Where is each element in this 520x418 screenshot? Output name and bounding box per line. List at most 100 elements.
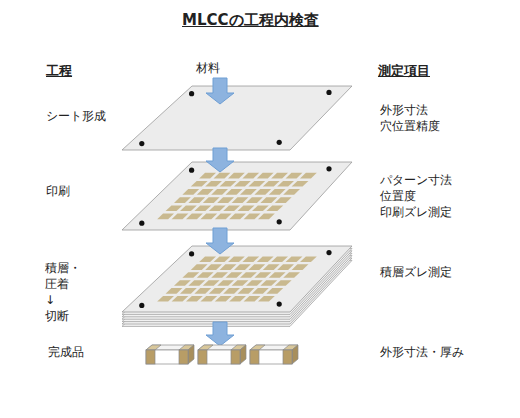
electrode-pattern (283, 189, 300, 195)
electrode-pattern (205, 181, 222, 187)
electrode-pattern (194, 288, 211, 294)
electrode-pattern (254, 272, 271, 278)
electrode-pattern (242, 256, 259, 262)
electrode-pattern (258, 214, 275, 220)
electrode-pattern (234, 264, 251, 270)
chip-top (198, 345, 246, 350)
register-hole (277, 301, 282, 306)
chip-terminal (146, 350, 155, 364)
mlcc-chips (146, 345, 298, 364)
electrode-pattern (271, 256, 288, 262)
electrode-pattern (182, 189, 199, 195)
register-hole (139, 221, 144, 226)
electrode-pattern (226, 189, 243, 195)
electrode-pattern (246, 280, 263, 286)
electrode-pattern (180, 288, 197, 294)
register-hole (139, 141, 144, 146)
electrode-pattern (211, 189, 228, 195)
electrode-pattern (240, 272, 257, 278)
electrode-pattern (203, 280, 220, 286)
electrode-pattern (182, 272, 199, 278)
electrode-pattern (229, 214, 246, 220)
electrode-pattern (266, 288, 283, 294)
electrode-pattern (263, 264, 280, 270)
chip-terminal (231, 350, 240, 364)
electrode-pattern (228, 173, 245, 179)
electrode-pattern (234, 181, 251, 187)
electrode-pattern (252, 205, 269, 211)
electrode-pattern (266, 205, 283, 211)
electrode-pattern (223, 288, 240, 294)
diagram-title: MLCCの工程内検査 (182, 12, 319, 28)
electrode-pattern (194, 205, 211, 211)
register-hole (189, 251, 194, 256)
register-hole (189, 168, 194, 173)
electrode-pattern (172, 296, 189, 302)
chip-body (198, 350, 240, 364)
chip-terminal (250, 350, 259, 364)
chip-top (146, 345, 194, 350)
chip-side (240, 345, 246, 364)
electrode-pattern (246, 197, 263, 203)
chip-body (250, 350, 292, 364)
electrode-pattern (223, 205, 240, 211)
electrode-pattern (209, 205, 226, 211)
chip-terminal (250, 345, 265, 350)
register-hole (277, 140, 282, 145)
flow-arrow (206, 148, 234, 172)
register-hole (277, 219, 282, 224)
electrode-pattern (166, 205, 183, 211)
process-name: 積層・圧着 ↓ 切断 (45, 260, 63, 324)
electrode-pattern (244, 214, 261, 220)
electrode-pattern (200, 296, 217, 302)
electrode-pattern (254, 189, 271, 195)
electrode-pattern (217, 197, 234, 203)
flow-arrow (206, 322, 234, 346)
electrode-pattern (277, 181, 294, 187)
electrode-pattern (269, 189, 286, 195)
electrode-pattern (180, 205, 197, 211)
electrode-pattern (191, 264, 208, 270)
electrode-pattern (260, 197, 277, 203)
electrode-pattern (248, 264, 265, 270)
electrode-pattern (248, 181, 265, 187)
chip-terminal (146, 345, 161, 350)
electrode-pattern (292, 181, 309, 187)
electrode-pattern (258, 296, 275, 302)
electrode-pattern (214, 173, 231, 179)
electrode-pattern (260, 280, 277, 286)
flow-arrow (206, 78, 234, 104)
electrode-pattern (186, 214, 203, 220)
electrode-pattern (275, 197, 292, 203)
measurement-item: 外形寸法・厚み (380, 344, 464, 360)
process-name: 完成品 (48, 344, 84, 360)
electrode-pattern (197, 272, 214, 278)
register-hole (326, 166, 331, 171)
electrode-pattern (191, 181, 208, 187)
register-hole (139, 303, 144, 308)
electrode-pattern (174, 197, 191, 203)
electrode-pattern (252, 288, 269, 294)
electrode-pattern (157, 296, 174, 302)
electrode-pattern (238, 205, 255, 211)
electrode-pattern (200, 214, 217, 220)
electrode-pattern (277, 264, 294, 270)
electrode-pattern (229, 296, 246, 302)
electrode-pattern (215, 214, 232, 220)
register-hole (326, 250, 331, 255)
electrode-pattern (205, 264, 222, 270)
chip-terminal (198, 350, 207, 364)
electrode-pattern (300, 256, 317, 262)
electrode-pattern (157, 214, 174, 220)
electrode-pattern (220, 181, 237, 187)
electrode-pattern (215, 296, 232, 302)
column-heading: 工程 (46, 63, 72, 79)
process-name: シート形成 (46, 108, 106, 124)
electrode-pattern (269, 272, 286, 278)
chip-top (250, 345, 298, 350)
electrode-pattern (203, 197, 220, 203)
register-holes (139, 90, 331, 308)
measurement-item: 積層ズレ測定 (380, 264, 452, 280)
electrode-pattern (300, 173, 317, 179)
electrode-pattern (188, 197, 205, 203)
